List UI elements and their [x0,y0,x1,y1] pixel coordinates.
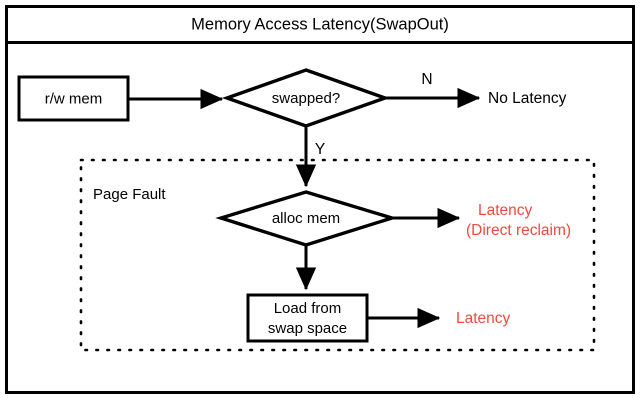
node-load-from-swap-space[interactable] [246,293,369,343]
page-title: Memory Access Latency(SwapOut) [191,15,449,33]
terminal-latency: Latency [456,310,511,327]
node-rw-mem-label: r/w mem [45,90,103,107]
node-alloc-mem-label: alloc mem [272,210,340,227]
edge-label-no-branch: N [421,71,432,88]
node-load-from-swap-space-line1: Load from [274,300,342,317]
node-load-from-swap-space-line2: swap space [268,320,347,337]
page-fault-group-label: Page Fault [93,186,166,203]
node-rw-mem[interactable] [17,75,130,122]
terminal-latency-direct-reclaim-line1: Latency [478,202,533,219]
terminal-latency-direct-reclaim-line2: (Direct reclaim) [466,222,571,239]
page-fault-group-border [79,158,596,352]
node-swapped-label: swapped? [272,90,340,107]
edge-label-yes-branch: Y [315,141,325,158]
terminal-no-latency: No Latency [488,90,567,107]
